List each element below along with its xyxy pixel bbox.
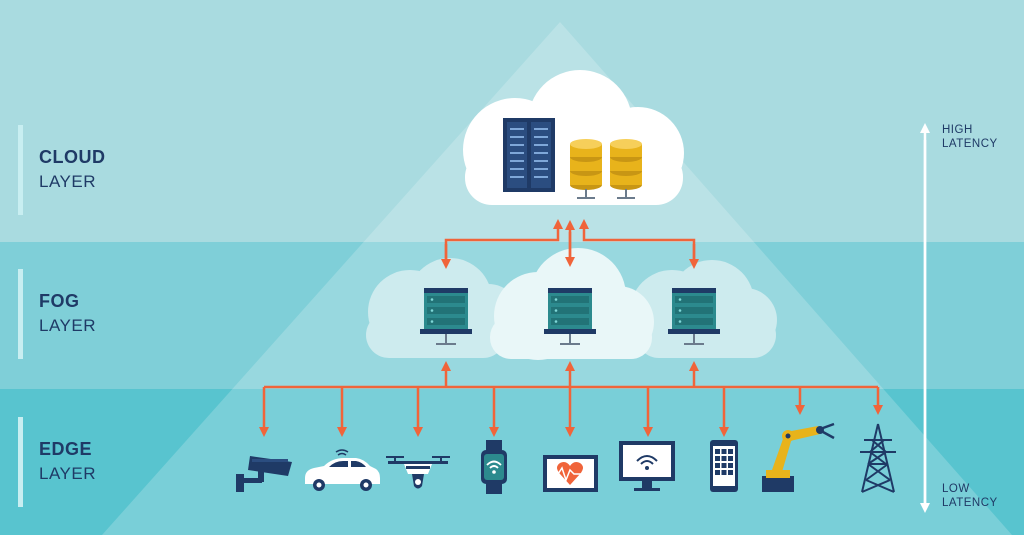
layer-title: FOG	[39, 291, 80, 311]
security-camera-icon	[236, 456, 292, 492]
power-tower-icon	[860, 423, 896, 493]
computer-monitor-icon	[619, 441, 675, 491]
heart-monitor-icon	[543, 455, 598, 492]
layer-subtitle: LAYER	[39, 316, 96, 335]
edge-layer-band	[0, 389, 1024, 535]
fog-edge-connectors	[259, 361, 883, 437]
high-latency-label: HIGH LATENCY	[942, 123, 998, 151]
cloud-layer-label: CLOUD LAYER	[18, 125, 106, 215]
layer-title: CLOUD	[39, 147, 106, 167]
layer-title: EDGE	[39, 439, 93, 459]
fog-layer-label: FOG LAYER	[18, 269, 96, 359]
cloud-server-rack-icon	[503, 118, 555, 192]
edge-layer-label: EDGE LAYER	[18, 417, 96, 507]
layer-subtitle: LAYER	[39, 172, 96, 191]
car-icon	[305, 449, 380, 491]
robot-arm-icon	[762, 422, 835, 492]
latency-line: HIGH	[942, 124, 973, 136]
tablet-icon	[710, 440, 738, 492]
latency-line: LOW	[942, 483, 970, 495]
latency-line: LATENCY	[942, 138, 998, 150]
drone-icon	[386, 456, 450, 489]
cloud-fog-connectors	[441, 219, 699, 269]
low-latency-label: LOW LATENCY	[942, 482, 998, 510]
latency-line: LATENCY	[942, 497, 998, 509]
layer-subtitle: LAYER	[39, 464, 96, 483]
smartwatch-icon	[481, 440, 507, 494]
